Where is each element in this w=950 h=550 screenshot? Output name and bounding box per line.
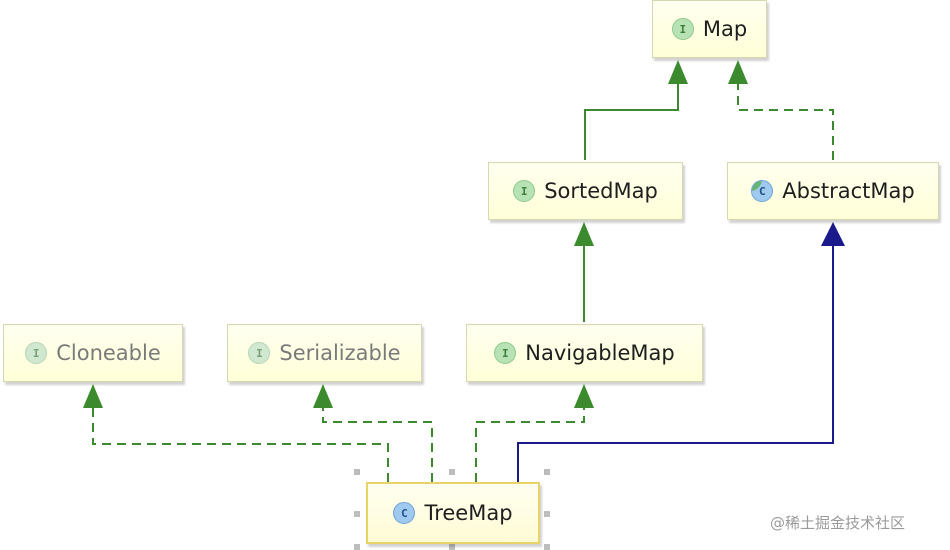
arrowhead-treemap-to-serializable bbox=[313, 384, 333, 408]
arrowhead-treemap-to-abstractmap bbox=[821, 222, 845, 246]
arrowhead-treemap-to-cloneable bbox=[83, 384, 103, 408]
arrowhead-treemap-to-navigablemap bbox=[574, 384, 594, 408]
selection-handle[interactable] bbox=[354, 469, 360, 475]
selection-handle[interactable] bbox=[544, 544, 550, 550]
node-label: AbstractMap bbox=[782, 179, 915, 203]
edge-treemap-to-navigablemap bbox=[475, 406, 585, 482]
edge-treemap-to-serializable bbox=[322, 406, 433, 482]
arrowhead-sortedmap-to-map bbox=[668, 60, 688, 84]
selection-handle[interactable] bbox=[449, 544, 455, 550]
selection-handle[interactable] bbox=[354, 544, 360, 550]
node-sortedmap[interactable]: I SortedMap bbox=[488, 162, 683, 220]
interface-icon: I bbox=[513, 180, 536, 202]
edge-treemap-to-cloneable bbox=[92, 406, 389, 482]
node-serializable[interactable]: I Serializable bbox=[227, 324, 422, 382]
interface-icon: I bbox=[494, 342, 517, 364]
abstract-class-icon: C bbox=[751, 180, 774, 202]
edge-treemap-to-abstractmap bbox=[517, 246, 834, 482]
interface-icon: I bbox=[25, 342, 48, 364]
node-abstractmap[interactable]: C AbstractMap bbox=[727, 162, 939, 220]
watermark: @稀土掘金技术社区 bbox=[770, 514, 906, 532]
interface-icon: I bbox=[248, 342, 271, 364]
selection-handle[interactable] bbox=[544, 469, 550, 475]
interface-icon: I bbox=[671, 18, 694, 40]
class-icon: C bbox=[393, 502, 416, 524]
node-label: NavigableMap bbox=[525, 341, 675, 365]
arrowhead-navigablemap-to-sortedmap bbox=[574, 222, 594, 246]
node-label: Cloneable bbox=[56, 341, 161, 365]
node-navigablemap[interactable]: I NavigableMap bbox=[466, 324, 703, 382]
edge-abstractmap-to-map bbox=[737, 82, 834, 160]
node-label: Map bbox=[702, 17, 748, 41]
node-cloneable[interactable]: I Cloneable bbox=[3, 324, 183, 382]
selection-handle[interactable] bbox=[449, 469, 455, 475]
selection-handle[interactable] bbox=[544, 511, 550, 517]
node-label: SortedMap bbox=[544, 179, 658, 203]
node-label: TreeMap bbox=[424, 501, 513, 525]
selection-handle[interactable] bbox=[354, 511, 360, 517]
node-treemap[interactable]: C TreeMap bbox=[366, 482, 540, 544]
arrowhead-abstractmap-to-map bbox=[728, 60, 748, 84]
node-map[interactable]: I Map bbox=[652, 0, 767, 58]
edge-sortedmap-to-map bbox=[584, 82, 679, 160]
node-label: Serializable bbox=[279, 341, 401, 365]
